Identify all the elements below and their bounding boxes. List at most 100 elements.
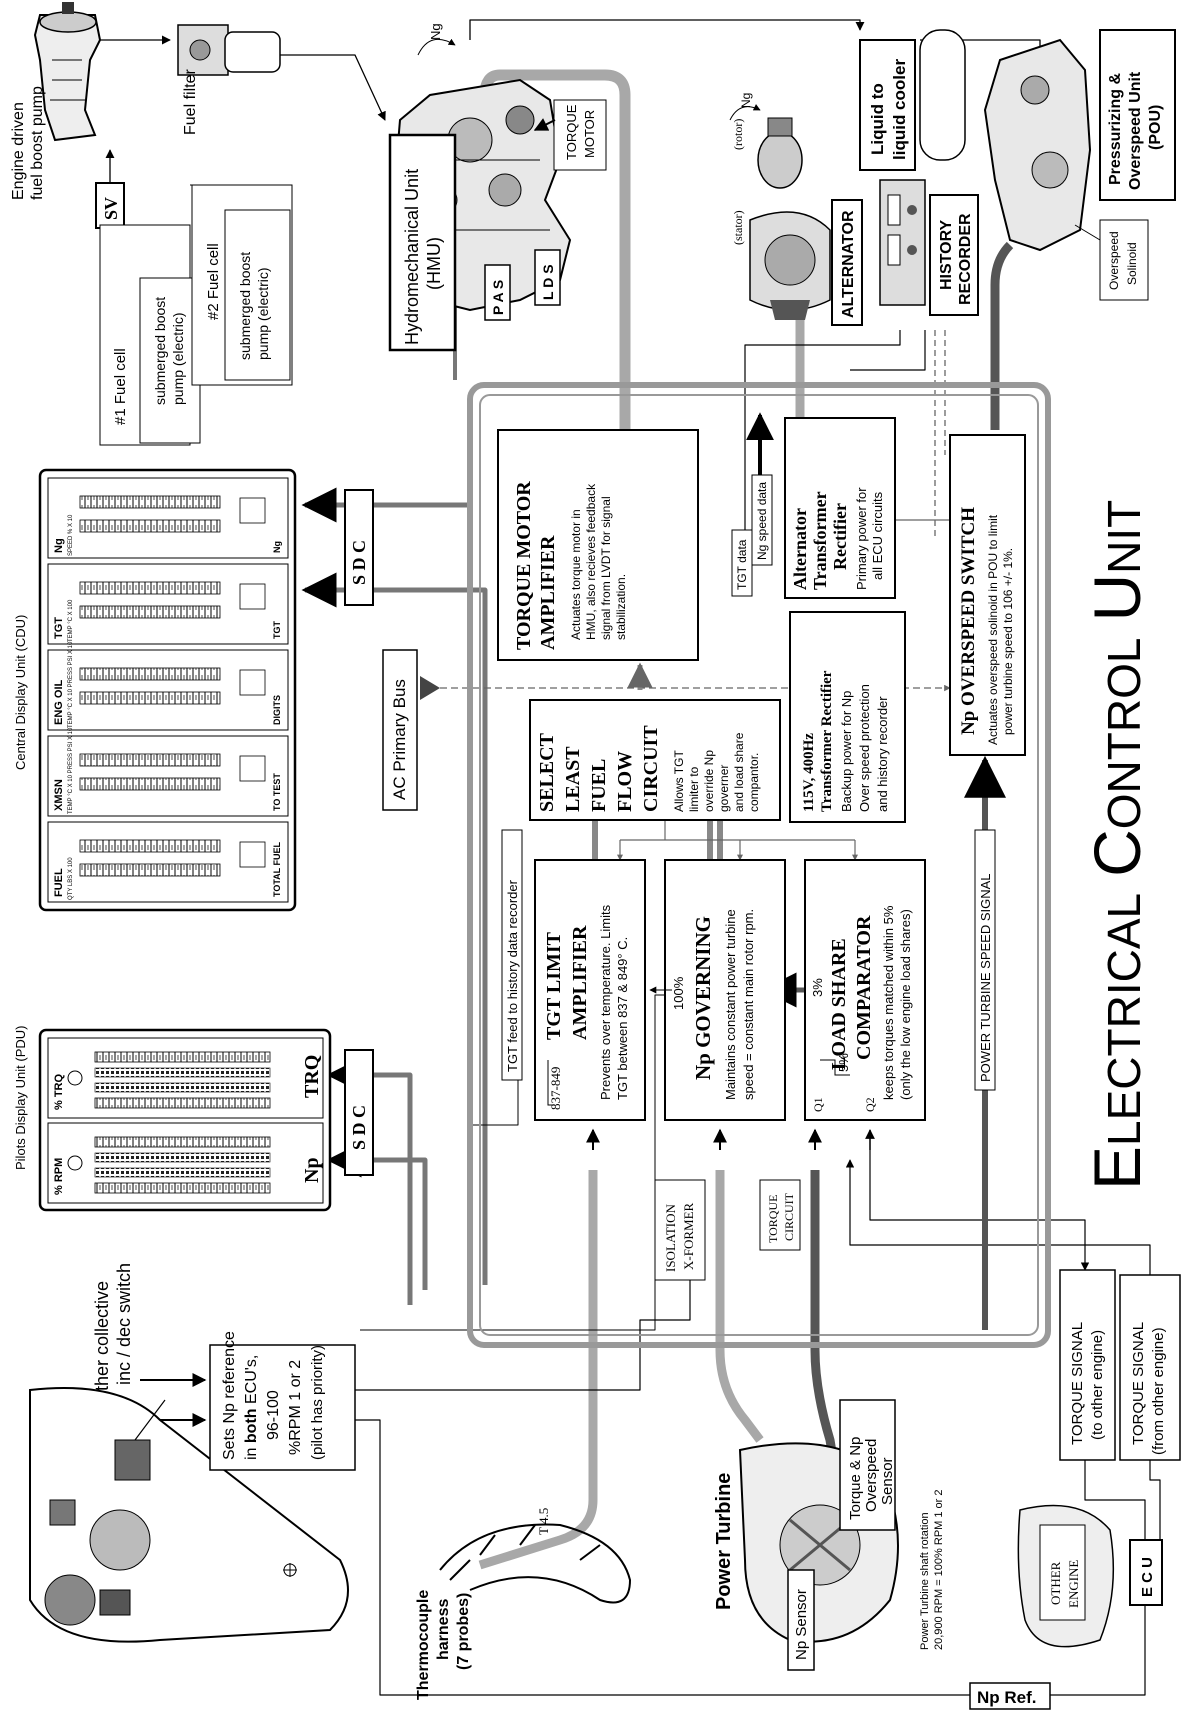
svg-text:Backup power for Np: Backup power for Np [839,691,854,812]
svg-text:Ng: Ng [739,93,753,108]
pdu-gauge-name: % RPM [53,1158,65,1195]
cdu-gauge-name: XMSN [53,779,65,811]
load-share-comparator: 3% LOAD SHARE COMPARATOR keeps torques m… [804,859,926,1121]
svg-text:Pilots Display Unit (PDU): Pilots Display Unit (PDU) [13,1026,28,1170]
svg-text:Hydromechanical Unit: Hydromechanical Unit [402,169,422,345]
cdu-gauge-name: TGT [53,617,65,639]
svg-text:Power Turbine shaft rotation: Power Turbine shaft rotation [919,1512,931,1650]
tgt-limit-amplifier: TGT LIMIT AMPLIFIER Prevents over temper… [534,859,646,1121]
gauge-bar [94,1082,271,1093]
atr-title: Alternator [790,508,810,590]
svg-text:AC Primary Bus: AC Primary Bus [390,679,409,800]
svg-text:submerged boost: submerged boost [237,252,253,360]
svg-text:TORQUE SIGNAL: TORQUE SIGNAL [1130,1322,1147,1445]
svg-text:Solinoid: Solinoid [1125,242,1139,285]
svg-text:submerged boost: submerged boost [152,297,168,405]
cdu-gauge [47,477,289,559]
ovs-title: Np OVERSPEED SWITCH [958,507,979,735]
svg-text:Sets Np reference: Sets Np reference [221,1331,238,1460]
gauge-scale [79,753,221,767]
gauge-scale [79,605,221,619]
torque-signal-to-other: TORQUE SIGNAL (to other engine) [1059,1269,1116,1461]
backup-transformer-rectifier: 115V, 400Hz Transformer Rectifier Backup… [789,611,906,823]
gauge-window [239,669,266,696]
tma-title-2: AMPLIFIER [537,535,559,650]
isolation-xformer: ISOLATION X-FORMER [654,1179,706,1281]
svg-text:TORQUE: TORQUE [564,104,579,160]
svg-text:TGT feed to history data recor: TGT feed to history data recorder [505,879,520,1072]
np-governing-pct: 100% [671,976,686,1010]
svg-text:Allows TGT: Allows TGT [672,750,686,812]
svg-text:(7 probes): (7 probes) [455,1593,472,1670]
gauge-scale [79,495,221,509]
power-turbine: Power Turbine Torque & Np Overspeed Sens… [713,1399,945,1671]
select-least-fuel-flow-circuit: SELECT LEAST FUEL FLOW CIRCUIT Allows TG… [529,699,781,821]
sdc-lower: S D C [344,1049,374,1176]
cdu-gauge-name: Ng [53,538,65,553]
sv-box: SV [95,182,125,229]
svg-text:TORQUE SIGNAL: TORQUE SIGNAL [1069,1322,1086,1445]
gauge-scale [79,581,221,595]
svg-text:LEAST: LEAST [562,746,584,812]
fuel-cells: #1 Fuel cell submerged boost pump (elect… [99,184,293,446]
atr-title: Rectifier [830,503,850,570]
svg-text:X-FORMER: X-FORMER [681,1202,696,1270]
tgt-range: 837-849 [548,1067,563,1110]
gauge-scale [79,667,221,681]
svg-text:TGT LIMIT: TGT LIMIT [543,931,565,1040]
gauge-scale [94,1097,271,1109]
svg-text:ALTERNATOR: ALTERNATOR [840,210,857,318]
svg-text:S D C: S D C [349,540,369,585]
alternator: (rotor) (stator) Ng ALTERNATOR [729,93,863,326]
svg-text:(only the low engine load shar: (only the low engine load shares) [898,909,913,1100]
svg-text:governer: governer [717,765,731,812]
torque-motor-amplifier: TORQUE MOTOR AMPLIFIER Actuates torque m… [497,429,699,661]
svg-text:speed = constant main rotor r: speed = constant main rotor rpm. [741,909,756,1100]
svg-text:#1 Fuel cell: #1 Fuel cell [112,348,129,425]
gauge-scale [79,839,221,853]
tgt-feed-label: TGT feed to history data recorder [501,829,523,1081]
svg-text:AMPLIFIER: AMPLIFIER [569,925,591,1040]
sdc-upper: S D C [344,489,374,606]
power-turbine-speed-label: POWER TURBINE SPEED SIGNAL [974,829,996,1091]
svg-text:Overspeed: Overspeed [863,1439,880,1512]
torque-signal-from-other: TORQUE SIGNAL (from other engine) [1119,1274,1181,1461]
svg-text:SELECT: SELECT [536,732,558,812]
svg-text:Overspeed: Overspeed [1107,231,1121,290]
gauge-bar [94,1152,271,1163]
fuel-boost-pump: Engine driven fuel boost pump [10,2,102,200]
svg-text:Ng speed data: Ng speed data [755,482,769,560]
other-engine: OTHER ENGINE E C U [1017,1504,1163,1648]
svg-text:Q1: Q1 [811,1097,825,1112]
np-governing: 100% Np GOVERNING Maintains constant pow… [649,859,786,1121]
svg-text:#2 Fuel cell: #2 Fuel cell [205,243,222,320]
svg-text:HISTORY: HISTORY [938,219,955,290]
svg-text:Over speed protection: Over speed protection [857,684,872,812]
svg-text:Fuel filter: Fuel filter [182,69,199,135]
svg-text:Np Sensor: Np Sensor [793,1589,810,1660]
svg-text:Prevents over temperature. Lim: Prevents over temperature. Limits [598,904,613,1100]
svg-text:Engine driven: Engine driven [10,102,27,200]
fuel-filter: Fuel filter [177,24,281,135]
svg-text:Pressurizing &: Pressurizing & [1107,73,1124,185]
svg-text:liquid cooler: liquid cooler [890,59,909,160]
gauge-window [239,583,266,610]
atr-desc: all ECU circuits [870,491,885,580]
svg-text:Torque & Np: Torque & Np [847,1437,864,1520]
np-reference-box: Sets Np reference in both ECU's, 96-100 … [209,1331,356,1471]
ovs-desc: Actuates overspeed solinoid in POU to li… [986,514,1000,745]
gauge-window [239,497,266,524]
svg-text:ENGINE: ENGINE [1066,1560,1081,1608]
svg-text:T 4.5: T 4.5 [536,1508,551,1535]
svg-text:96-100: 96-100 [265,1390,282,1440]
gauge-scale [94,1182,271,1194]
svg-text:pump (electric): pump (electric) [255,267,271,360]
pdu-gauge-tag: TRQ [301,1055,323,1098]
svg-text:RECORDER: RECORDER [957,213,974,305]
ovs-desc: power turbine speed to 106 +/- 1%. [1001,548,1015,735]
gauge-scale [79,777,221,791]
svg-text:(to other engine): (to other engine) [1089,1330,1106,1440]
cdu-gauge-sub: TEMP °C X 100 [68,599,74,642]
atr-title: Transformer [810,491,830,590]
svg-text:harness: harness [435,1599,452,1660]
